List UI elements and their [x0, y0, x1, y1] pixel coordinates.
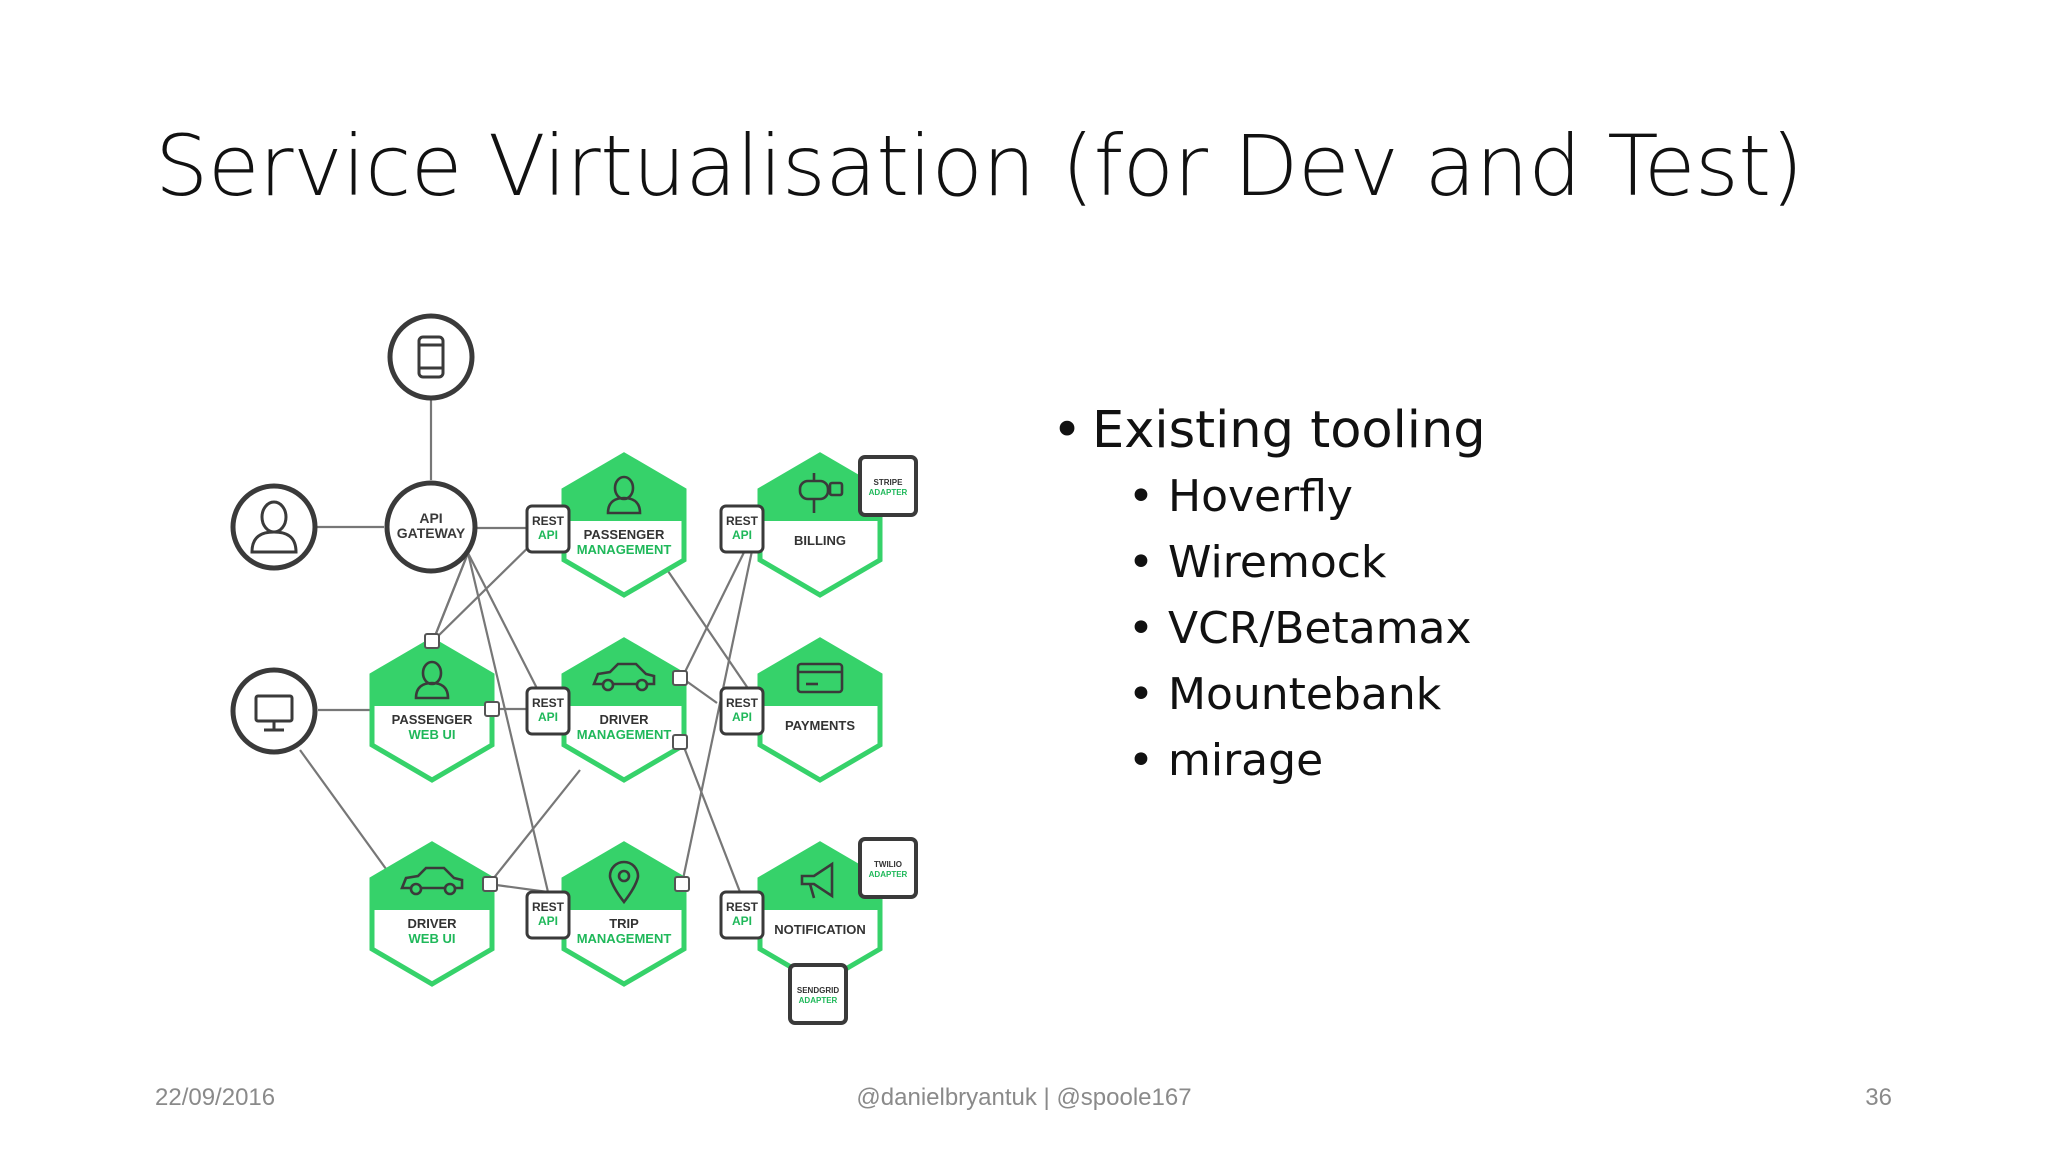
bullet-hoverfly: Hoverfly: [1128, 464, 1486, 530]
hex-label: NOTIFICATION: [774, 922, 865, 937]
mobile-client-node: [387, 313, 475, 401]
adapter-label: ADAPTER: [869, 870, 908, 879]
adapter-label: SENDGRID: [797, 986, 839, 995]
megaphone-icon: [800, 861, 834, 899]
hex-payments: PAYMENTS: [757, 637, 883, 783]
tooling-bullet-list: Existing tooling Hoverfly Wiremock VCR/B…: [1052, 398, 1486, 794]
api-gateway-label-1: API: [419, 510, 442, 526]
adapter-label: ADAPTER: [799, 996, 838, 1005]
rest-api-label: REST: [532, 514, 565, 528]
adapter-boxes: STRIPEADAPTERTWILIOADAPTERSENDGRIDADAPTE…: [788, 455, 918, 1025]
footer-handles: @danielbryantuk | @spoole167: [856, 1084, 1192, 1111]
hex-label: MANAGEMENT: [577, 931, 672, 946]
mobile-phone-icon: [417, 335, 445, 379]
car-icon: [400, 866, 464, 896]
rest-api-label: REST: [726, 696, 759, 710]
car-icon: [592, 662, 656, 692]
slide-title: Service Virtualisation (for Dev and Test…: [155, 117, 1803, 215]
mailbox-icon: [798, 473, 844, 513]
footer-date: 22/09/2016: [155, 1084, 276, 1111]
rest-api-boxes: RESTAPIRESTAPIRESTAPIRESTAPIRESTAPIRESTA…: [525, 504, 765, 940]
rest-api-label: REST: [726, 514, 759, 528]
adapter-label: TWILIO: [874, 860, 902, 869]
location-pin-icon: [608, 860, 640, 905]
hex-label: WEB UI: [409, 931, 456, 946]
user-icon: [606, 475, 642, 515]
rest-api-label: API: [538, 914, 558, 928]
api-gateway-label-2: GATEWAY: [397, 525, 466, 541]
user-client-node: [230, 483, 318, 571]
connection-lines: [275, 357, 761, 894]
rest-api-label: REST: [532, 696, 565, 710]
hex-label: PASSENGER: [392, 712, 473, 727]
hex-label: TRIP: [609, 916, 639, 931]
rest-api-label: API: [538, 528, 558, 542]
bullet-vcr-betamax: VCR/Betamax: [1128, 596, 1486, 662]
bullet-mountebank: Mountebank: [1128, 662, 1486, 728]
user-icon: [414, 660, 450, 700]
adapter-label: STRIPE: [874, 478, 904, 487]
adapter-label: ADAPTER: [869, 488, 908, 497]
rest-api-label: REST: [532, 900, 565, 914]
connector-squares: [424, 633, 690, 892]
hex-label: MANAGEMENT: [577, 542, 672, 557]
desktop-monitor-icon: [254, 694, 294, 732]
rest-api-label: API: [538, 710, 558, 724]
footer-page-number: 36: [1865, 1084, 1892, 1111]
hex-label: BILLING: [794, 533, 846, 548]
rest-api-label: API: [732, 528, 752, 542]
rest-api-label: API: [732, 710, 752, 724]
rest-api-label: REST: [726, 900, 759, 914]
user-icon: [250, 500, 298, 554]
hex-label: DRIVER: [407, 916, 457, 931]
hex-notification: NOTIFICATION: [757, 841, 883, 987]
hex-label: MANAGEMENT: [577, 727, 672, 742]
api-gateway-node: API GATEWAY: [384, 480, 478, 574]
hex-label: PAYMENTS: [785, 718, 855, 733]
hex-label: DRIVER: [599, 712, 649, 727]
bullet-existing-tooling: Existing tooling: [1052, 398, 1486, 464]
credit-card-icon: [796, 662, 844, 694]
hex-label: WEB UI: [409, 727, 456, 742]
rest-api-label: API: [732, 914, 752, 928]
bullet-wiremock: Wiremock: [1128, 530, 1486, 596]
bullet-mirage: mirage: [1128, 728, 1486, 794]
desktop-client-node: [230, 667, 318, 755]
hex-label: PASSENGER: [584, 527, 665, 542]
